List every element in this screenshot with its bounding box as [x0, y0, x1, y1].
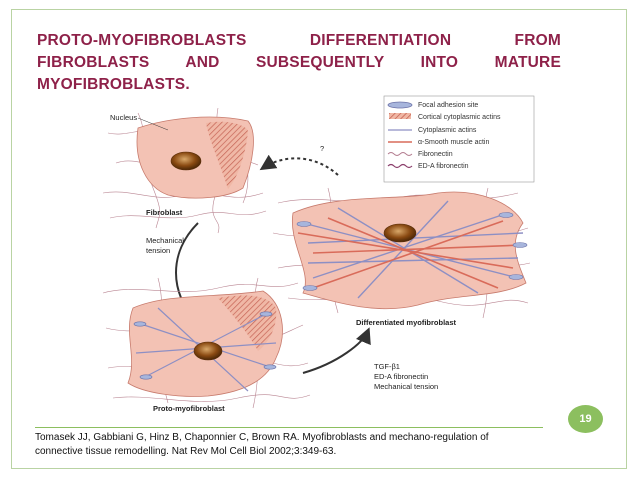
- title-line-3: MYOFIBROBLASTS.: [37, 76, 190, 93]
- citation: Tomasek JJ, Gabbiani G, Hinz B, Chaponni…: [35, 431, 595, 458]
- label-proto-myofibroblast: Proto-myofibroblast: [153, 404, 225, 413]
- label-mechanical: Mechanical: [146, 236, 184, 245]
- label-tgf: TGF-β1: [374, 362, 400, 371]
- legend-item-3: α-Smooth muscle actin: [418, 139, 489, 146]
- label-question: ?: [320, 144, 324, 153]
- label-tension: tension: [146, 246, 170, 255]
- myofibroblast-nucleus: [383, 223, 417, 243]
- citation-line-2: connective tissue remodelling. Nat Rev M…: [35, 445, 337, 457]
- legend-item-5: ED-A fibronectin: [418, 163, 469, 170]
- title-line-2: FIBROBLASTS AND SUBSEQUENTLY INTO MATURE: [37, 54, 561, 71]
- focal-adhesion-swatch: [387, 101, 413, 109]
- citation-divider: [35, 427, 543, 428]
- citation-line-1: Tomasek JJ, Gabbiani G, Hinz B, Chaponni…: [35, 432, 489, 443]
- label-mechanical-tension: Mechanical tension: [374, 382, 438, 391]
- cortical-actin-swatch: [389, 113, 411, 119]
- slide-title: PROTO-MYOFIBROBLASTS DIFFERENTIATION FRO…: [37, 30, 561, 96]
- legend: Focal adhesion site Cortical cytoplasmic…: [383, 95, 535, 183]
- proto-myofibroblast-cell: [102, 277, 311, 409]
- fibronectin-swatch: [387, 152, 413, 156]
- page-number-badge: 19: [568, 405, 603, 433]
- page-number: 19: [579, 413, 592, 425]
- legend-item-0: Focal adhesion site: [418, 102, 478, 109]
- legend-item-4: Fibronectin: [418, 151, 453, 158]
- arrow-reversion: [259, 154, 339, 176]
- label-differentiated-myofibroblast: Differentiated myofibroblast: [356, 318, 457, 327]
- legend-item-2: Cytoplasmic actins: [418, 127, 477, 134]
- eda-fibronectin-swatch: [387, 163, 413, 169]
- slide-frame: [11, 9, 627, 469]
- label-fibroblast: Fibroblast: [146, 208, 183, 217]
- arrow-differentiation: [302, 327, 371, 374]
- fibroblast-nucleus: [170, 151, 202, 171]
- differentiated-myofibroblast-cell: [272, 187, 531, 319]
- label-eda-fibronectin: ED-A fibronectin: [374, 372, 428, 381]
- label-nucleus: Nucleus: [110, 113, 137, 122]
- myofibroblast-differentiation-diagram: Focal adhesion site Cortical cytoplasmic…: [102, 95, 535, 413]
- legend-item-1: Cortical cytoplasmic actins: [418, 114, 501, 121]
- fibroblast-cell: [102, 107, 267, 234]
- proto-myofibroblast-nucleus: [193, 341, 223, 361]
- title-line-1: PROTO-MYOFIBROBLASTS DIFFERENTIATION FRO…: [37, 32, 561, 49]
